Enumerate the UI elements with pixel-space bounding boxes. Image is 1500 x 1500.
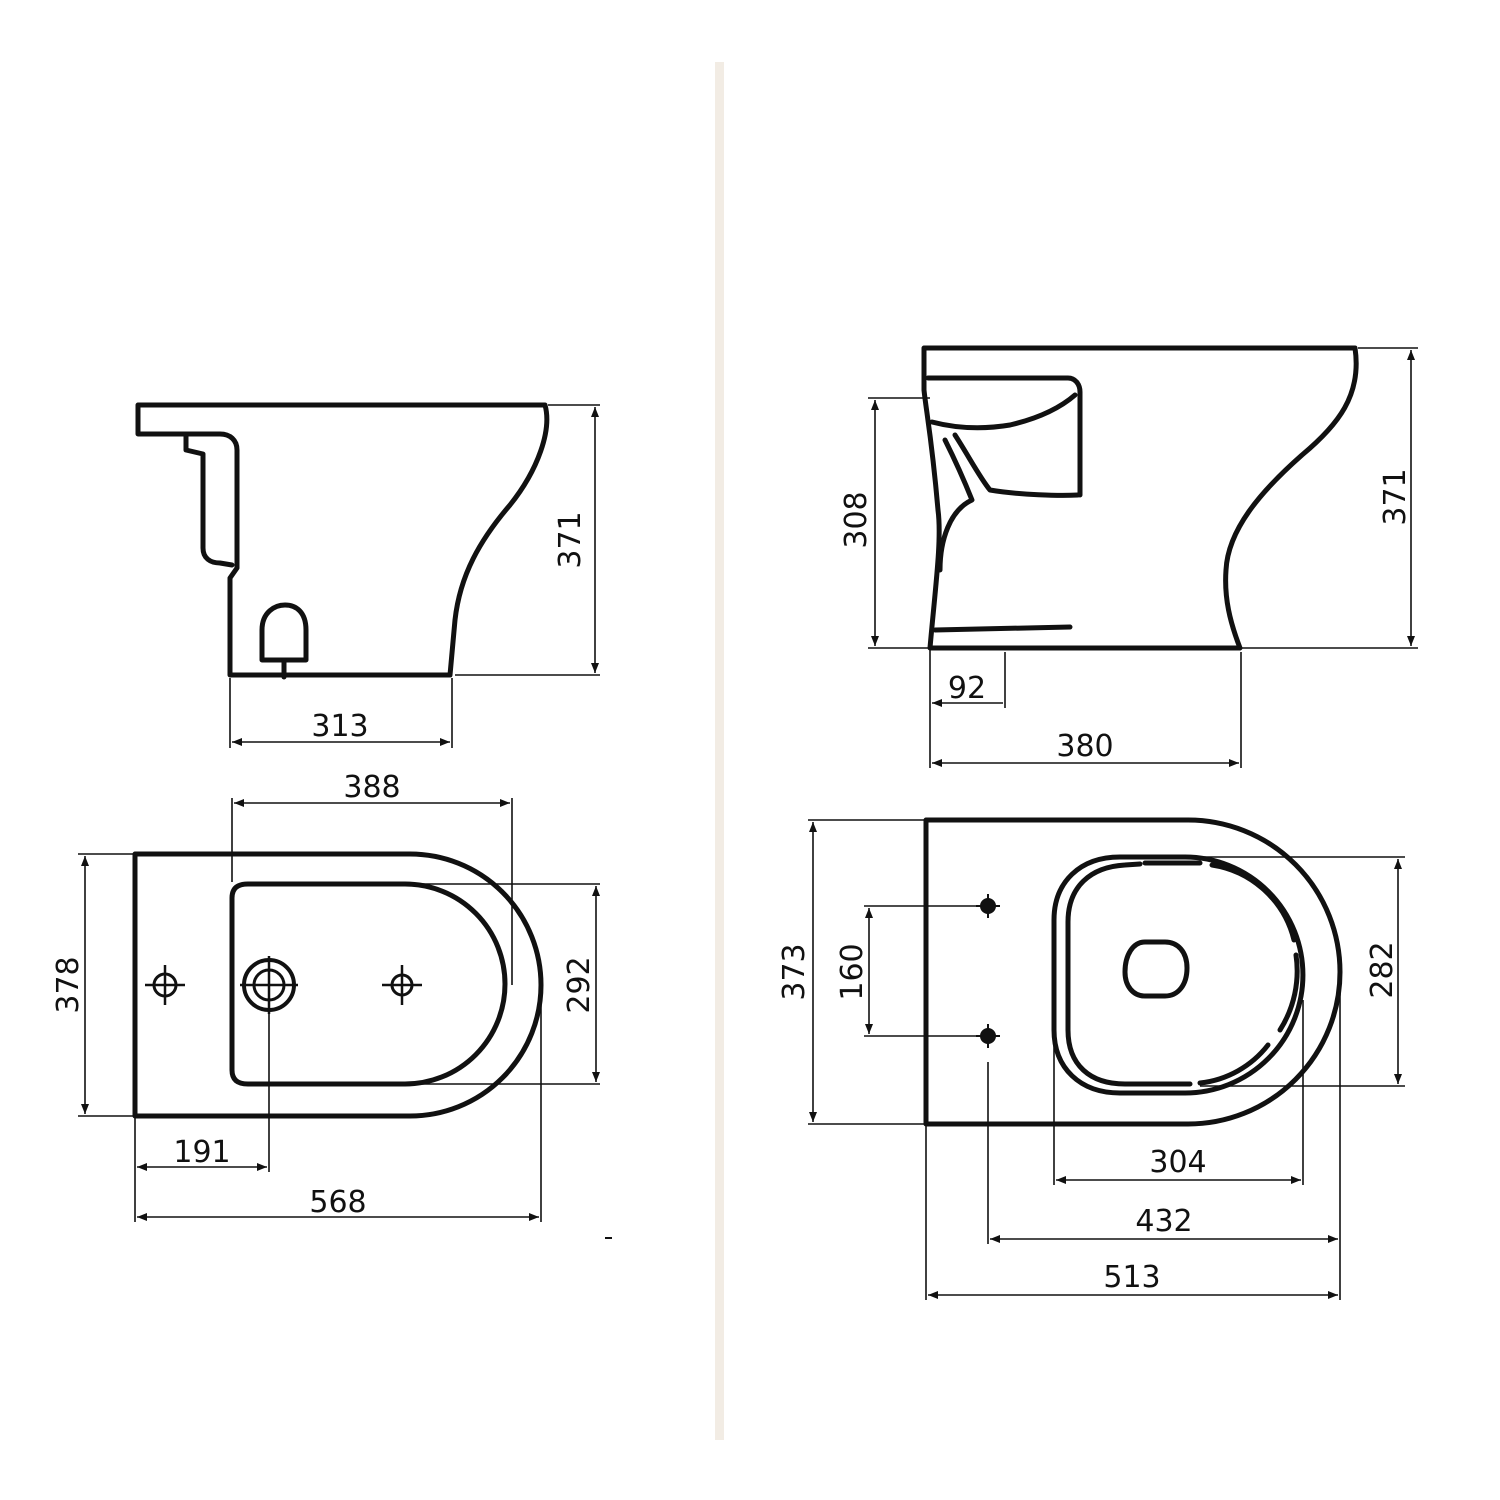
wc-side-outlet-line <box>932 624 1073 633</box>
wc-fixing-to-front-label: 432 <box>1135 1204 1192 1239</box>
dim-wc-fixing-to-front: 432 <box>987 990 1341 1300</box>
dim-wc-side-depth: 380 <box>932 652 1242 768</box>
bidet-side-height-label: 371 <box>553 511 588 568</box>
dim-wc-side-inlet: 308 <box>839 397 930 649</box>
dim-wc-top-width: 373 <box>777 819 924 1125</box>
bidet-top-width-label: 378 <box>51 956 86 1013</box>
wc-side-inlet-cavity <box>925 375 1083 498</box>
wc-side-view: 308 371 92 380 <box>839 345 1418 768</box>
bidet-top-outline <box>132 851 544 1119</box>
wc-seat-width-label: 282 <box>1365 941 1400 998</box>
wc-top-outlet <box>1122 939 1190 999</box>
wc-side-inlet-label: 308 <box>839 491 874 548</box>
dim-wc-seat-length: 304 <box>1053 1000 1304 1185</box>
wc-seat-length-label: 304 <box>1149 1145 1206 1180</box>
bidet-top-depth-label: 388 <box>343 770 400 805</box>
wc-top-view: 373 160 282 304 432 51 <box>777 817 1405 1300</box>
panel-divider <box>715 62 724 1440</box>
dim-bidet-side-depth: 313 <box>229 678 453 748</box>
dim-wc-outlet-offset: 92 <box>929 650 1006 768</box>
dim-bidet-tap-offset: 191 <box>134 1012 270 1222</box>
bidet-fixing-hole-left <box>145 965 185 1005</box>
bidet-bowl-width-label: 292 <box>562 956 597 1013</box>
wc-top-width-label: 373 <box>777 943 812 1000</box>
bidet-side-depth-label: 313 <box>311 709 368 744</box>
bidet-side-outline <box>135 402 550 678</box>
dim-bidet-bowl-width: 292 <box>405 883 600 1085</box>
bidet-side-recess <box>183 433 235 568</box>
dim-bidet-length: 568 <box>137 990 542 1222</box>
bidet-length-label: 568 <box>309 1185 366 1220</box>
bidet-tap-offset-label: 191 <box>173 1135 230 1170</box>
wc-top-outline <box>923 817 1343 1127</box>
bidet-side-view: 371 313 <box>135 402 600 748</box>
bidet-top-view: 388 378 292 191 568 <box>51 770 612 1239</box>
wc-side-outline <box>921 345 1359 651</box>
wc-fixing-hole-bottom <box>976 1024 1000 1048</box>
wc-length-label: 513 <box>1103 1260 1160 1295</box>
wc-side-depth-label: 380 <box>1056 729 1113 764</box>
bidet-fixing-hole-right <box>382 965 422 1005</box>
wc-fixing-hole-top <box>976 894 1000 918</box>
wc-outlet-offset-label: 92 <box>948 671 986 706</box>
dim-bidet-side-height: 371 <box>455 404 600 676</box>
dim-wc-length: 513 <box>925 1126 1338 1300</box>
bidet-side-valve <box>259 602 309 663</box>
bidet-tap-hole <box>240 956 298 1014</box>
dim-wc-side-height: 371 <box>1242 347 1418 649</box>
wc-side-height-label: 371 <box>1378 468 1413 525</box>
dim-wc-fixing-spacing: 160 <box>835 905 978 1037</box>
wc-fixing-spacing-label: 160 <box>835 943 870 1000</box>
bidet-top-bowl <box>229 881 508 1087</box>
dim-bidet-top-width: 378 <box>51 853 133 1117</box>
wc-side-trapway <box>937 432 1081 573</box>
dim-bidet-top-depth: 388 <box>231 770 513 985</box>
wc-top-seat-inner <box>1065 860 1300 1087</box>
